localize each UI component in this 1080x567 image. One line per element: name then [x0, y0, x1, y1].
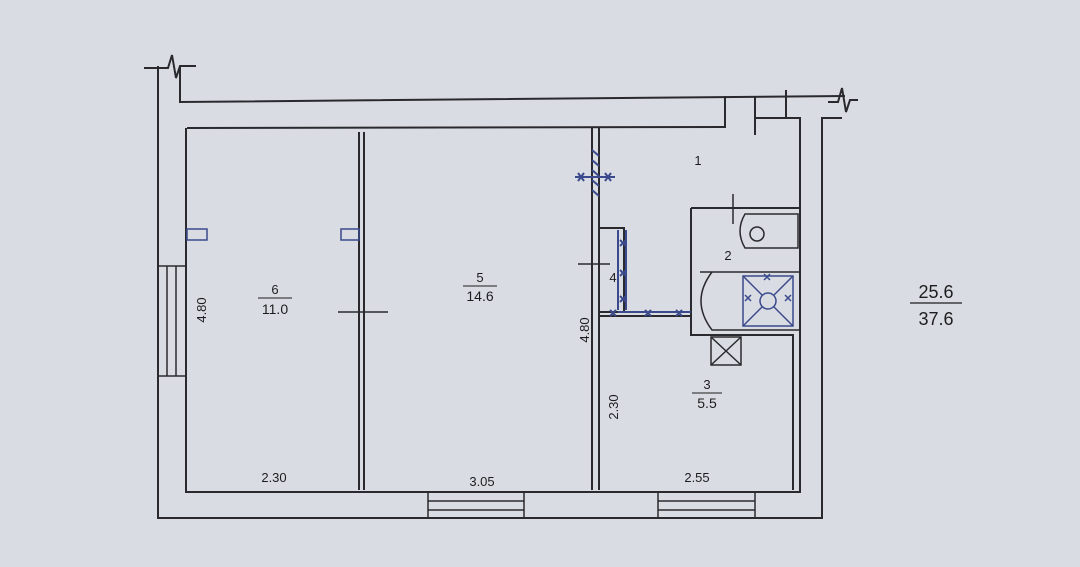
sink-drain-icon — [749, 226, 765, 242]
door-marks — [338, 194, 734, 313]
stove-burner-icon — [759, 292, 777, 310]
pipes — [575, 149, 691, 317]
niche-4-outline — [600, 227, 625, 312]
pipe-hatch-wall — [591, 149, 600, 197]
room-2-number: 2 — [724, 248, 731, 263]
bath-fixtures — [700, 213, 801, 331]
room-3-area: 5.5 — [697, 395, 717, 411]
break-line-right — [828, 87, 858, 113]
window-bottom-3 — [657, 491, 756, 519]
window-left — [157, 265, 187, 377]
stove-icon — [742, 273, 794, 327]
pipe-cross-top — [575, 172, 615, 182]
stove-marks — [744, 273, 792, 302]
windows — [157, 265, 756, 519]
room-3-number: 3 — [703, 377, 710, 392]
dim-room3-width: 2.55 — [684, 470, 709, 485]
pipe-riser — [617, 230, 691, 313]
dim-room6-depth: 4.80 — [194, 297, 209, 322]
room-4-number: 4 — [609, 270, 616, 285]
room-5-area: 14.6 — [466, 288, 493, 304]
outer-wall-outline — [157, 66, 846, 519]
bathtub-icon — [700, 271, 801, 331]
sink-icon — [739, 213, 799, 249]
room-1-number: 1 — [694, 153, 701, 168]
dimension-labels: 2.30 3.05 2.55 4.80 4.80 2.30 — [194, 297, 710, 489]
pipe-crosses — [609, 239, 683, 317]
vent-box-cross — [710, 336, 742, 366]
total-area: 37.6 — [918, 309, 953, 329]
dim-room5-width: 3.05 — [469, 474, 494, 489]
dim-room6-width: 2.30 — [261, 470, 286, 485]
dim-room3-depth: 2.30 — [606, 394, 621, 419]
partition-5-1 — [591, 128, 600, 490]
bathroom-block — [690, 207, 800, 490]
living-area-total: 25.6 — [918, 282, 953, 302]
room-labels: 6 11.0 5 14.6 1 2 3 5.5 4 — [258, 153, 732, 411]
room-6-area: 11.0 — [262, 301, 288, 317]
walls — [144, 54, 858, 519]
radiators — [186, 228, 360, 241]
radiator-room6 — [186, 228, 208, 241]
window-bottom-5 — [427, 491, 525, 519]
room-6-number: 6 — [271, 282, 278, 297]
radiator-room5 — [340, 228, 360, 241]
break-line-left — [144, 54, 196, 79]
dim-room5-depth: 4.80 — [577, 317, 592, 342]
vent-box-icon — [710, 336, 742, 366]
partition-6-5 — [358, 132, 365, 490]
vent-box — [710, 336, 742, 366]
room-5-number: 5 — [476, 270, 483, 285]
area-totals: 25.6 37.6 — [910, 282, 962, 329]
